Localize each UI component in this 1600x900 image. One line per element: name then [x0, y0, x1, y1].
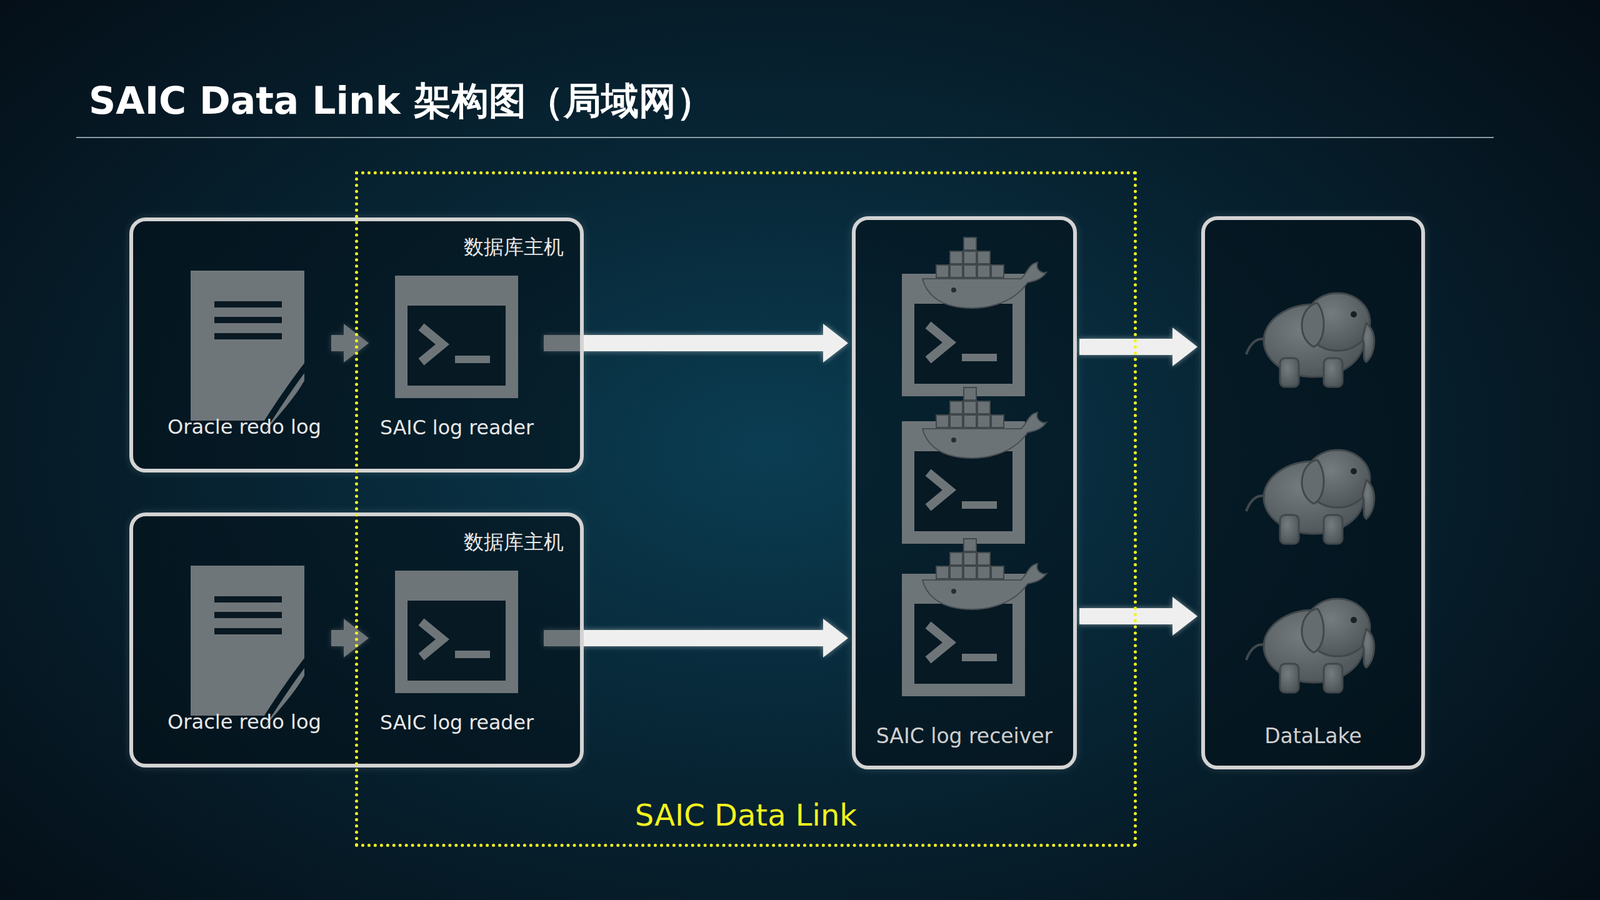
arrow-head: [1172, 327, 1198, 367]
node-label: SAIC log reader: [380, 416, 534, 439]
node-label: 数据库主机: [463, 233, 564, 262]
arrow-shaft: [1079, 338, 1173, 355]
node-label: 数据库主机: [463, 528, 564, 557]
node-label: SAIC log reader: [380, 711, 534, 734]
reader-process: SAIC log reader: [372, 268, 542, 442]
log-file: Oracle redo log: [160, 560, 329, 737]
node-label: SAIC log receiver: [876, 723, 1053, 749]
node-label: SAIC Data Link: [635, 797, 857, 833]
node-label: Oracle redo log: [167, 415, 322, 439]
diagram-title: SAIC Data Link 架构图（局域网）: [88, 76, 714, 127]
node-label: DataLake: [1264, 723, 1362, 749]
datalake-box: DataLake: [1201, 216, 1425, 770]
reader-process: SAIC log reader: [372, 563, 542, 737]
receiver-box: SAIC log receiver: [851, 216, 1077, 770]
arrow-shaft: [543, 335, 824, 352]
arrow-shaft: [1079, 608, 1173, 625]
arrow-shaft: [543, 630, 824, 647]
arrow-head: [823, 323, 849, 363]
arrow-head: [1172, 596, 1198, 636]
arrow-head: [823, 618, 849, 658]
flow-arrow: [1079, 327, 1198, 367]
flow-arrow: [543, 323, 849, 363]
log-file: Oracle redo log: [160, 265, 329, 442]
flow-arrow: [543, 618, 849, 658]
node-label: Oracle redo log: [167, 710, 322, 734]
title-rule: [76, 136, 1494, 139]
flow-arrow: [1079, 596, 1198, 636]
